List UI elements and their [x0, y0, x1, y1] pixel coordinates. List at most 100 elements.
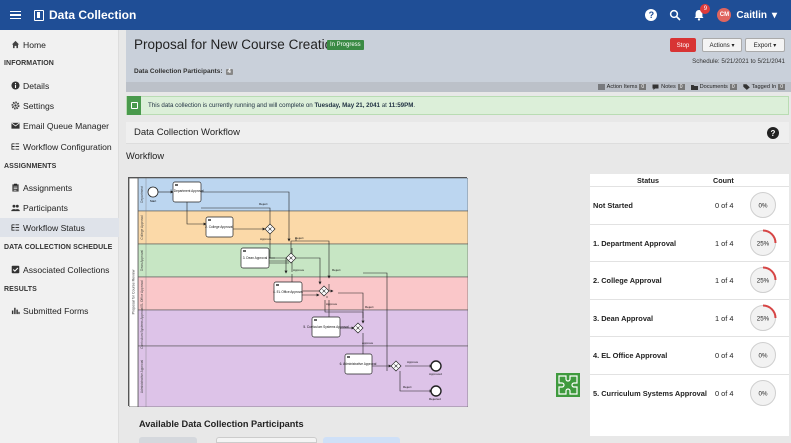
main-content: Proposal for New Course Creation In Prog… — [126, 30, 791, 443]
sidebar-item-assignments[interactable]: Assignments — [0, 178, 119, 197]
sidebar-item-settings[interactable]: Settings — [0, 96, 119, 115]
progress-arc — [762, 229, 777, 243]
menu-icon[interactable] — [0, 0, 30, 30]
participant-tab[interactable] — [323, 437, 400, 443]
sidebar-item-workflow-status[interactable]: Workflow Status — [0, 218, 119, 237]
end-event-rejected[interactable] — [430, 385, 442, 397]
progress-ring: 25% — [750, 304, 777, 331]
sidebar-section-results: RESULTS — [4, 286, 37, 293]
search-icon[interactable] — [669, 9, 681, 21]
progress-ring-track — [750, 342, 776, 368]
progress-percent: 25% — [757, 315, 770, 322]
task-label: 6. Administrative Approval — [340, 362, 377, 366]
actions-dropdown[interactable]: Actions ▾ — [702, 38, 742, 52]
sidebar-item-label: Associated Collections — [23, 264, 110, 275]
sidebar-item-home[interactable]: Home — [0, 35, 119, 54]
end-event-approved[interactable] — [430, 360, 442, 372]
stop-button[interactable]: Stop — [670, 38, 696, 52]
flow-label: Approve — [362, 341, 374, 345]
avatar: CM — [717, 8, 732, 22]
tab-count: 0 — [639, 84, 647, 90]
flow-label: Approve — [326, 302, 338, 306]
start-event[interactable] — [147, 186, 159, 198]
task-el-office-approval[interactable] — [273, 281, 303, 303]
swimlane-label: College Approval — [140, 215, 144, 239]
sidebar-item-details[interactable]: Details — [0, 76, 119, 95]
help-icon[interactable]: ? — [645, 9, 658, 21]
notifications-bell[interactable]: 9 — [693, 4, 711, 21]
tab-label: Documents — [699, 84, 728, 90]
participants-label: Data Collection Participants: — [134, 68, 223, 75]
tab-count: 0 — [677, 84, 685, 90]
task-dean-approval[interactable] — [240, 247, 270, 269]
status-name: 2. College Approval — [593, 276, 662, 285]
sidebar-section-assignments: ASSIGNMENTS — [4, 163, 57, 170]
progress-ring: 0% — [750, 192, 776, 218]
workflow-icon — [11, 143, 20, 150]
progress-ring-track — [750, 379, 776, 406]
sidebar-section-schedule: DATA COLLECTION SCHEDULE — [4, 244, 113, 251]
sidebar-item-participants[interactable]: Participants — [0, 198, 119, 217]
progress-ring: 0% — [750, 379, 776, 406]
puzzle-icon[interactable] — [556, 373, 580, 397]
task-label: 4. EL Office Approval — [273, 290, 303, 294]
participant-tab[interactable] — [216, 437, 317, 443]
sidebar-item-submitted-forms[interactable]: Submitted Forms — [0, 301, 119, 320]
swimlane — [137, 345, 468, 407]
swimlane-label: Curriculum Systems Approval — [140, 307, 144, 349]
gear-icon — [11, 101, 20, 110]
user-menu[interactable]: CM Caitlin ▾ — [717, 8, 777, 22]
progress-ring: 25% — [750, 229, 777, 256]
users-icon — [11, 204, 20, 212]
progress-arc — [762, 304, 777, 318]
start-label: Start — [150, 199, 157, 203]
task-administrative-approval[interactable] — [344, 353, 373, 375]
task-curriculum-systems-approval[interactable] — [311, 316, 341, 338]
clipboard-icon — [12, 183, 19, 192]
tag-icon — [742, 84, 750, 90]
status-name: 3. Dean Approval — [593, 313, 654, 323]
sidebar-item-email-queue[interactable]: Email Queue Manager — [0, 116, 119, 135]
flow-label: Approve — [293, 268, 305, 272]
swimlane-label: Department — [140, 186, 144, 203]
status-count: 1 of 4 — [715, 276, 734, 285]
progress-ring: 0% — [750, 342, 776, 368]
alert-date: Tuesday, May 21, 2041 — [314, 102, 380, 109]
alert-suffix: . — [413, 102, 416, 109]
app-brand[interactable]: Data Collection — [34, 8, 136, 22]
flow-label: Reject — [332, 268, 341, 272]
task-college-approval[interactable] — [205, 216, 234, 238]
sidebar-item-workflow-configuration[interactable]: Workflow Configuration — [0, 137, 119, 156]
sidebar-item-associated-collections[interactable]: Associated Collections — [0, 260, 119, 279]
user-name: Caitlin — [736, 9, 767, 21]
bar-chart-icon — [11, 307, 20, 315]
export-dropdown[interactable]: Export ▾ — [745, 38, 785, 52]
participants-count[interactable]: 4 — [225, 68, 233, 75]
sidebar-item-label: Submitted Forms — [23, 305, 89, 316]
app-title: Data Collection — [49, 8, 137, 22]
tab-count: 0 — [729, 84, 737, 90]
help-icon[interactable]: ? — [767, 127, 779, 139]
task-label: 5. Curriculum Systems Approval — [303, 325, 349, 329]
tab-label: Tagged In — [751, 84, 777, 90]
sidebar-item-label: Assignments — [23, 182, 73, 193]
participant-tab[interactable] — [139, 437, 197, 443]
task-department-approval[interactable] — [172, 181, 202, 203]
tab-label: Notes — [661, 84, 676, 90]
alert-time: 11:59PM — [388, 102, 414, 109]
end-label: Rejected — [429, 397, 441, 401]
calendar-icon — [127, 96, 141, 115]
column-header-status: Status — [637, 176, 659, 185]
